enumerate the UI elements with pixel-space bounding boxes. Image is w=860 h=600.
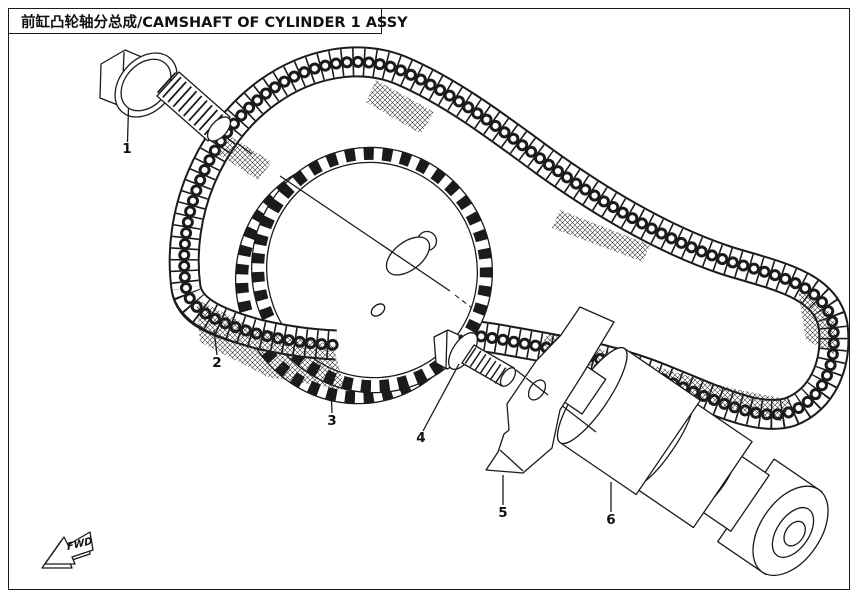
callout-3: 3 [327, 387, 337, 429]
chain-shading-left [218, 136, 272, 180]
chain-mesh-section [186, 288, 345, 390]
camshaft [537, 346, 829, 577]
bolt4-tip [499, 367, 517, 387]
bolt4-hex-edge [445, 330, 448, 369]
chain-shading-mid [552, 210, 650, 262]
mounting-bolt [433, 329, 517, 387]
retainer-plate [485, 306, 615, 474]
retainer-plate-body [485, 306, 615, 474]
leader-line [422, 363, 460, 432]
retainer-plate-hole [527, 379, 547, 401]
leader-line [126, 107, 130, 143]
callout-5: 5 [498, 475, 508, 521]
chain-shading-elbow [798, 290, 836, 355]
callout-number: 6 [606, 512, 615, 528]
callout-number: 1 [122, 141, 131, 157]
bolt1-shank [156, 71, 231, 142]
leader-line [213, 329, 218, 356]
callout-number: 2 [212, 355, 221, 371]
sprocket-face-edge [265, 161, 479, 379]
drawing-border [8, 8, 850, 590]
fwd-direction-marker: FWD [41, 531, 94, 569]
callout-6: 6 [606, 482, 616, 528]
callouts: 1 2 3 4 5 6 [122, 107, 616, 528]
callout-number: 5 [498, 505, 507, 521]
callout-number: 4 [416, 430, 425, 446]
callout-2: 2 [212, 329, 222, 371]
chain-mesh-hatch [196, 299, 345, 390]
fwd-arrow [44, 531, 94, 565]
sprocket-pin-hole [370, 303, 386, 317]
sprocket-keyhole [385, 236, 431, 276]
callout-number: 3 [327, 413, 336, 429]
bolt1-tip [206, 116, 232, 142]
camshaft-end-hole [783, 520, 806, 547]
sprocket-teeth [251, 146, 493, 394]
callout-4: 4 [416, 363, 460, 446]
bolt4-threads [464, 347, 510, 386]
assembly-axis-dashed [454, 294, 473, 309]
page-title: 前缸凸轮轴分总成/CAMSHAFT OF CYLINDER 1 ASSY [21, 14, 408, 31]
camshaft-end-ring [771, 507, 815, 558]
retainer-plate-bend-line [499, 449, 524, 472]
callout-1: 1 [122, 107, 132, 157]
assembly-axis-line [279, 175, 451, 292]
flange-bolt [99, 49, 232, 142]
title-box: 前缸凸轮轴分总成/CAMSHAFT OF CYLINDER 1 ASSY [8, 8, 408, 34]
axis-through-hole [525, 377, 549, 396]
leader-line [330, 387, 333, 414]
chain-shading-top [366, 80, 434, 134]
